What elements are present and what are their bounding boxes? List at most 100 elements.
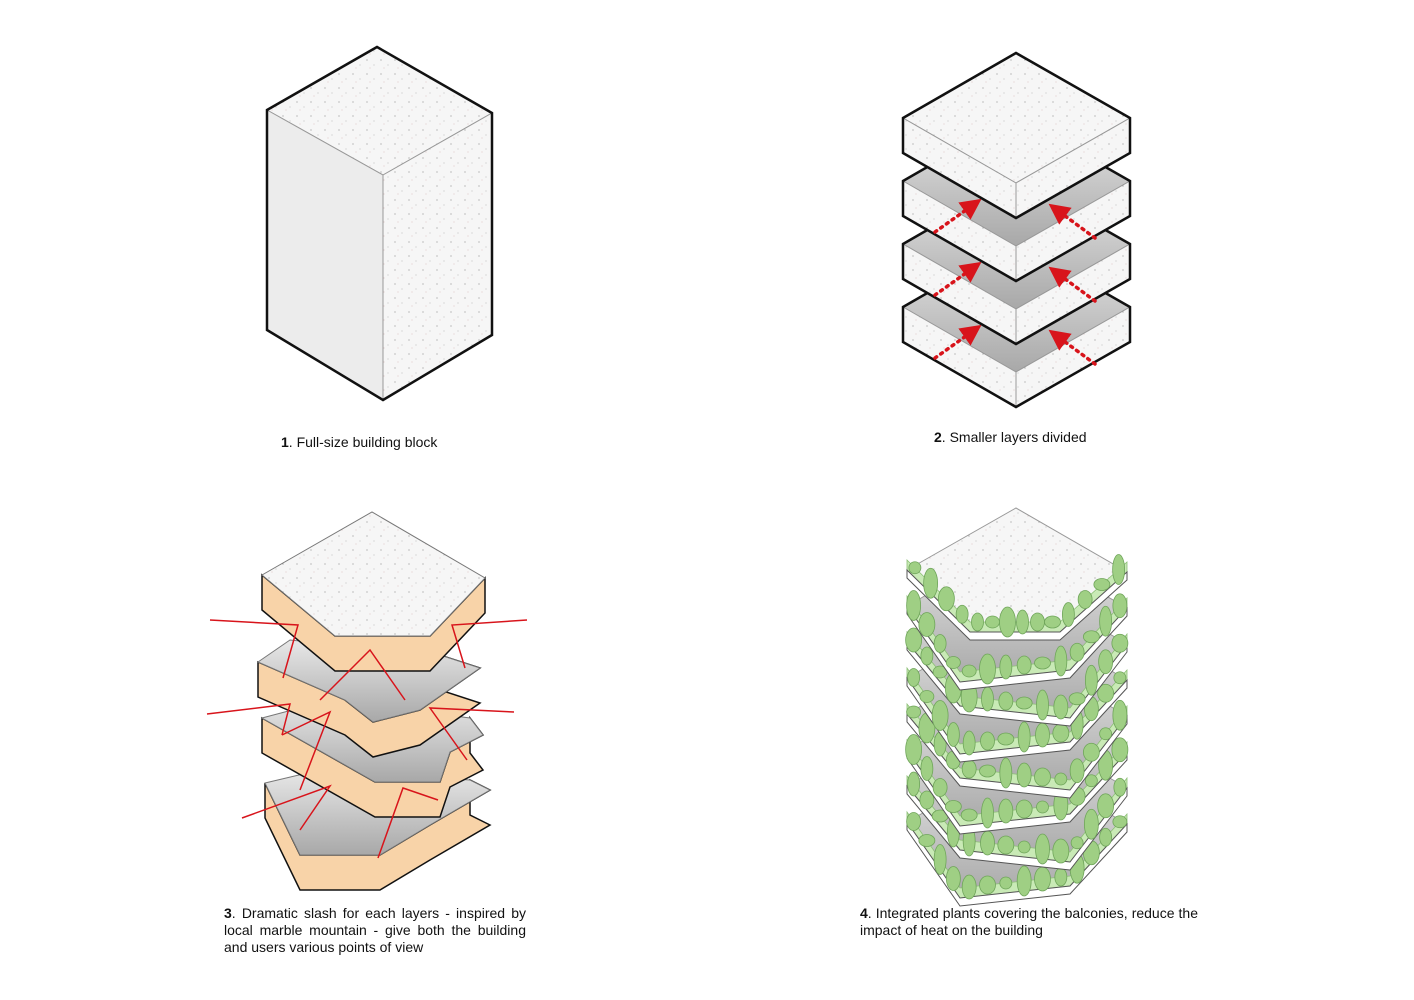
plant xyxy=(999,757,1013,789)
plant xyxy=(961,759,977,779)
step-caption: . Smaller layers divided xyxy=(941,429,1087,445)
plant xyxy=(919,690,935,703)
step-number: 3 xyxy=(224,905,232,921)
plant xyxy=(907,668,921,687)
plant xyxy=(905,734,923,765)
red-dotted-arrow xyxy=(933,198,982,234)
plant xyxy=(920,646,934,666)
plant xyxy=(919,790,935,810)
plant xyxy=(1069,758,1085,784)
red-slash-line xyxy=(377,787,439,859)
plant xyxy=(933,844,947,875)
slab-edge xyxy=(906,712,1128,799)
plant xyxy=(1016,865,1032,897)
slab-edge xyxy=(906,820,1128,907)
step-caption: . Full-size building block xyxy=(288,434,438,450)
caption-step-3: 3. Dramatic slash for each layers - insp… xyxy=(224,905,526,956)
plant xyxy=(971,612,984,632)
plant xyxy=(1112,593,1128,619)
planted-slab xyxy=(906,507,1128,641)
plant xyxy=(981,686,994,712)
plant xyxy=(1054,772,1068,786)
plant xyxy=(997,732,1015,746)
plant xyxy=(985,615,1000,629)
plant xyxy=(1054,645,1068,677)
slab-edge xyxy=(906,676,1128,763)
plant xyxy=(905,627,923,653)
plant xyxy=(961,874,977,900)
red-slash-line xyxy=(451,619,528,669)
plant xyxy=(1044,615,1061,629)
plant xyxy=(918,834,936,847)
plant xyxy=(960,808,978,822)
plant xyxy=(907,771,921,797)
red-slash-line xyxy=(209,619,299,679)
plant xyxy=(962,730,976,756)
plant xyxy=(1068,692,1086,706)
plant xyxy=(999,654,1013,680)
plant xyxy=(1084,774,1098,788)
red-dotted-arrow xyxy=(933,261,982,297)
plant xyxy=(979,875,996,895)
plant xyxy=(1082,630,1100,644)
plant xyxy=(1016,762,1032,788)
plant xyxy=(946,722,960,747)
building-block-diagram xyxy=(265,45,494,402)
plant xyxy=(1034,656,1051,670)
plant xyxy=(1053,694,1069,720)
red-dotted-arrow xyxy=(1048,203,1097,240)
step-number: 4 xyxy=(860,905,868,921)
red-dotted-arrow xyxy=(933,324,982,360)
plant xyxy=(1069,642,1085,662)
caption-step-2: 2. Smaller layers divided xyxy=(934,429,1087,446)
divided-layers-diagram xyxy=(901,51,1132,409)
plant xyxy=(1061,602,1075,627)
plant xyxy=(906,812,922,831)
red-dotted-arrow xyxy=(1048,266,1097,303)
plant xyxy=(1084,664,1098,696)
plant xyxy=(1070,836,1084,850)
plant xyxy=(937,586,955,612)
red-slash-line xyxy=(428,707,515,761)
plant xyxy=(1082,742,1100,762)
plant xyxy=(1016,655,1032,675)
plant xyxy=(998,691,1014,711)
plant xyxy=(1112,815,1128,829)
plant xyxy=(1054,867,1068,887)
caption-step-4: 4. Integrated plants covering the balcon… xyxy=(860,905,1198,939)
slab xyxy=(901,51,1132,220)
plant xyxy=(1015,696,1033,710)
plant xyxy=(1036,800,1049,814)
plant xyxy=(1098,649,1114,675)
plant xyxy=(932,778,948,797)
plant xyxy=(1099,727,1113,741)
plant xyxy=(981,797,994,829)
plant xyxy=(999,606,1016,638)
plant xyxy=(1035,833,1050,865)
planted-layers-diagram xyxy=(905,507,1129,907)
slab-top xyxy=(261,511,486,637)
slab-edge xyxy=(906,640,1128,727)
plant xyxy=(906,705,922,719)
red-slash-line xyxy=(241,784,332,831)
red-dotted-arrow xyxy=(1048,329,1097,366)
plant xyxy=(1111,737,1129,763)
plant xyxy=(979,764,996,778)
plant xyxy=(999,876,1013,890)
step-number: 2 xyxy=(934,429,942,445)
plant xyxy=(1113,777,1127,797)
plant xyxy=(1093,578,1111,591)
plant xyxy=(1099,605,1113,637)
plant xyxy=(1035,722,1050,748)
step-number: 1 xyxy=(281,434,289,450)
red-slash-line xyxy=(319,648,406,701)
slab-edge xyxy=(906,604,1128,691)
red-slash-line xyxy=(281,710,332,791)
step-caption: . Dramatic slash for each layers - inspi… xyxy=(224,905,526,955)
plant xyxy=(906,590,922,621)
plant xyxy=(979,653,996,685)
plant xyxy=(1097,683,1115,703)
block-outline xyxy=(265,45,494,402)
plant xyxy=(998,798,1014,824)
sandstone-slab xyxy=(261,511,486,672)
